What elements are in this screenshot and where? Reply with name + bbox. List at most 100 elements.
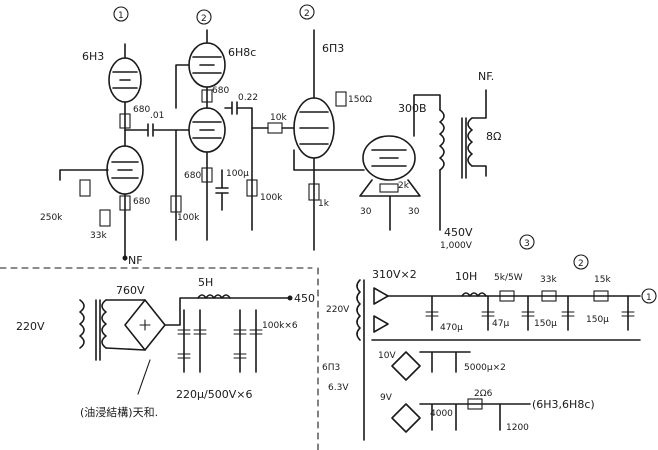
note-arrow [137, 359, 151, 395]
node-mark-2 [573, 254, 589, 270]
nf-input-label: NF [128, 254, 143, 267]
r5k-label: 5k/5W [494, 273, 523, 283]
resistor-680d [201, 167, 213, 183]
hv-cap-plates [177, 329, 263, 359]
r100kb-label: 100k [260, 193, 283, 203]
resistor-150 [335, 91, 347, 107]
choke-label: 5H [198, 276, 213, 289]
filament-2-wiring [419, 403, 531, 431]
hv-bridge-mark [139, 319, 151, 331]
output-cathode-network [359, 179, 421, 231]
tube-1-label: 6H3 [82, 50, 104, 63]
resistor-15k [593, 290, 609, 302]
lv-cap-plates [425, 311, 635, 317]
tube-1-lower-electrodes [111, 161, 139, 179]
filament-1-wiring [419, 351, 471, 373]
r33k-psu-label: 33k [540, 275, 557, 285]
resistor-680c [201, 89, 213, 103]
lv-choke [461, 292, 487, 297]
r33k-label: 33k [90, 231, 107, 241]
rect-voltage-label: 310V×2 [372, 268, 417, 281]
c022-label: 0.22 [238, 93, 258, 103]
resistor-100k-b [246, 179, 258, 197]
sec2-label: 10V [378, 351, 396, 361]
tube-2-lower-electrodes [192, 121, 222, 139]
resistor-5k [499, 290, 515, 302]
c1200-label: 1200 [506, 423, 529, 433]
hv-output-node [287, 295, 293, 301]
hv-rectifier-wiring [105, 297, 291, 351]
resistor-680a [119, 113, 131, 129]
r150-label: 150Ω [348, 95, 372, 105]
output-transformer-secondary [467, 117, 473, 167]
r1k-label: 1k [318, 199, 330, 209]
sec3-label: 9V [380, 393, 393, 403]
lv-rectifier-diodes [373, 287, 389, 333]
tube-2-label: 6H8c [228, 46, 256, 59]
output-tube-electrodes [371, 149, 407, 167]
hv-transformer-secondary [101, 299, 107, 349]
r680c-label: 680 [212, 86, 229, 96]
resistor-10k [267, 122, 283, 134]
filament-bridge-1 [391, 351, 421, 381]
c4000-label: 4000 [430, 409, 453, 419]
load-label: 8Ω [486, 130, 501, 143]
r2k-label: 2k [398, 181, 410, 191]
c150b-label: 150μ [586, 315, 609, 325]
fil-tr3-label: 6.3V [328, 383, 349, 393]
bottom-caps-label: 220μ/500V×6 [176, 388, 252, 401]
output-secondary-leads [471, 89, 487, 177]
r2-label: 2Ω6 [474, 389, 493, 399]
hv-label: 450V [444, 226, 473, 239]
resistor-250k [79, 179, 91, 197]
stage-mark-2b-text: 2 [304, 9, 310, 19]
c150a-label: 150μ [534, 319, 557, 329]
resistor-1k [308, 183, 320, 201]
filament-bridge-2 [391, 403, 421, 433]
choke2-label: 10H [455, 270, 477, 283]
node-mark-2-text: 2 [578, 259, 584, 269]
fil-tr1-label: 220V [326, 305, 350, 315]
coupling-cap-022 [224, 101, 253, 231]
hv-output-label: 450 [294, 292, 315, 305]
stage-3-wiring [293, 29, 365, 251]
stage-mark-2b [299, 4, 315, 20]
lv-cap-leads [431, 295, 629, 331]
output-transformer-core [461, 117, 467, 179]
resistor-100k-a [170, 195, 182, 213]
r10k-label: 10k [270, 113, 287, 123]
output-tube-label: 300B [398, 102, 427, 115]
resistor-2ohm6 [467, 398, 483, 410]
c47-label: 47μ [492, 319, 509, 329]
stage-mark-2a-text: 2 [201, 14, 207, 24]
cap-resistor-label: 100k×6 [262, 321, 298, 331]
tube-1-upper-electrodes [112, 71, 138, 89]
c01-label: .01 [150, 111, 164, 121]
fil-tr2-label: 6П3 [322, 363, 340, 373]
r100ka-label: 100k [177, 213, 200, 223]
plate-lead [413, 94, 441, 137]
tube-3-label: 6П3 [322, 42, 344, 55]
resistor-33k [99, 209, 111, 227]
r250k-label: 250k [40, 213, 63, 223]
lv-transformer-winding [356, 279, 361, 341]
c5000-label: 5000μ×2 [464, 363, 506, 373]
c470-label: 470μ [440, 323, 463, 333]
output-tube-envelope [362, 135, 416, 181]
hv-transformer-primary [79, 299, 85, 349]
stage-2-lower-wiring [175, 129, 208, 241]
amplifier-section: 1 2 2 6H3 6H8c 6П3 300B NF. 8Ω [40, 4, 501, 267]
r680b-label: 680 [133, 197, 150, 207]
resistor-33k-psu [541, 290, 557, 302]
hv-transformer-core [95, 299, 101, 361]
coupling-cap-01 [124, 123, 190, 137]
lv-power-supply: 220V 6П3 6.3V 3 2 1 310V×2 10H 5k/5W 33k… [322, 234, 657, 441]
r15k-label: 15k [594, 275, 611, 285]
capacitor-note: (油浸結構)天和. [80, 405, 158, 419]
tube-2-upper-electrodes [192, 56, 222, 74]
ac-input-label: 220V [16, 320, 45, 333]
node-mark-3-text: 3 [524, 239, 530, 249]
r680d-label: 680 [184, 171, 201, 181]
stage-mark-2a [196, 9, 212, 25]
